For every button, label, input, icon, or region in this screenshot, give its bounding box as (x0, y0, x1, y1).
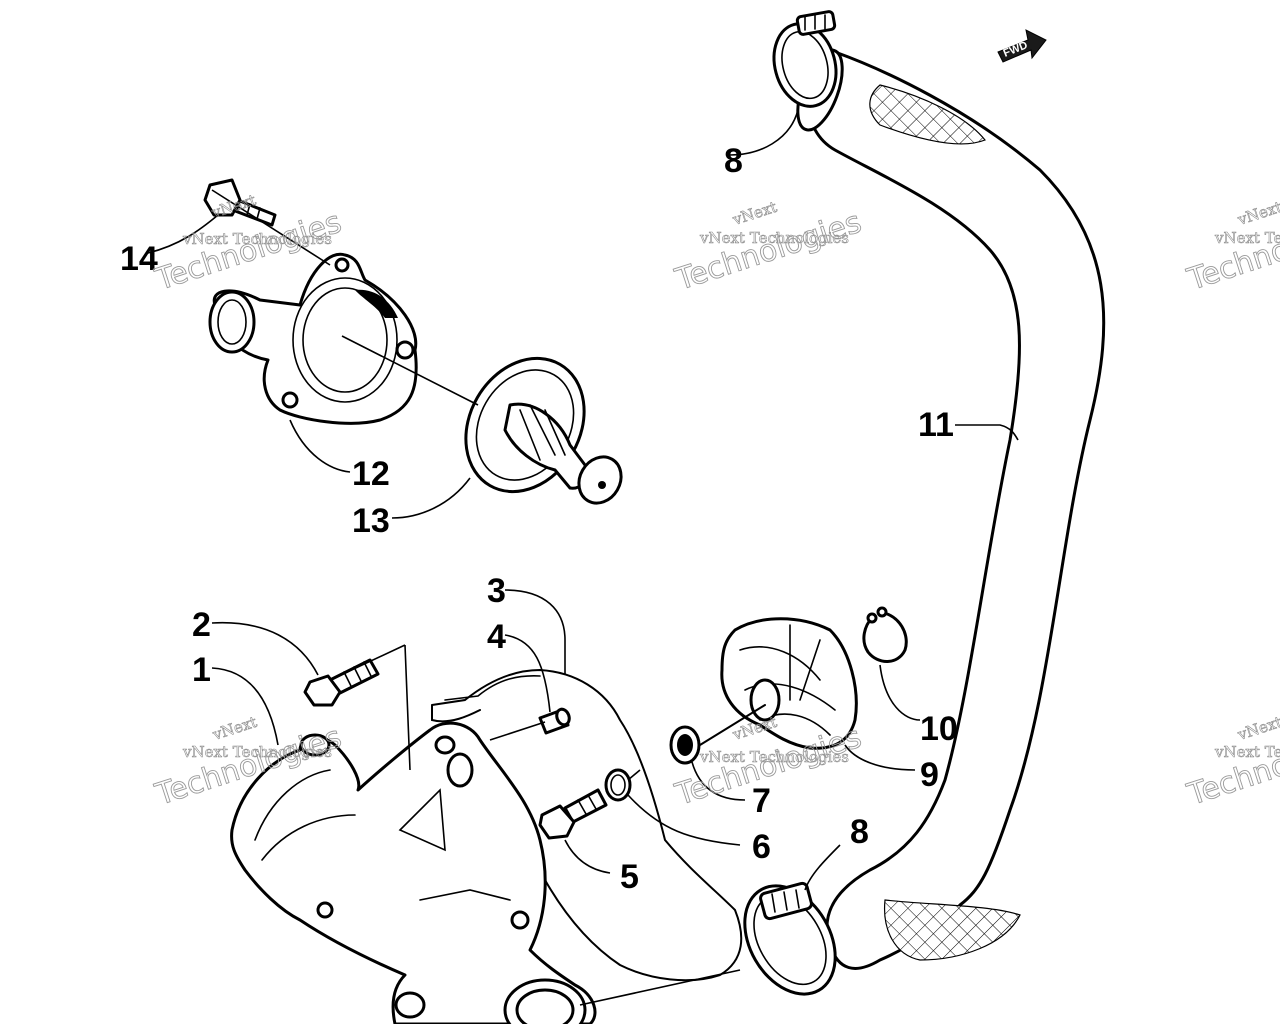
hose-clamp-upper (772, 10, 838, 108)
gasket-bolt (538, 788, 608, 840)
callout-12: 12 (352, 455, 390, 493)
leader-lines (147, 109, 1019, 1006)
svg-text:vNext: vNext (1235, 713, 1280, 744)
svg-text:vNext: vNext (730, 198, 779, 229)
callout-8-lower: 8 (850, 813, 869, 851)
dowel-pin (538, 707, 571, 735)
o-ring (604, 768, 632, 802)
thermostat (464, 356, 623, 505)
impeller (699, 617, 858, 750)
radiator-hose (796, 48, 1106, 970)
callout-3: 3 (487, 572, 506, 610)
callout-7: 7 (752, 782, 771, 820)
svg-text:vNext Technologies: vNext Technologies (182, 230, 332, 248)
callout-10: 10 (920, 710, 958, 748)
callout-1: 1 (192, 651, 211, 689)
callout-11: 11 (918, 406, 954, 444)
watermark-2: vNext vNext Technologies Technologies (670, 197, 866, 298)
circlip (862, 606, 908, 663)
svg-text:vNext Technologies: vNext Technologies (1214, 229, 1280, 247)
svg-text:vNext Technologies: vNext Technologies (182, 743, 332, 761)
callout-9: 9 (920, 756, 939, 794)
svg-text:vNext Technologies: vNext Technologies (699, 748, 849, 766)
callout-14: 14 (120, 240, 158, 278)
watermark-6: vNext vNext Technologies Technologies (1182, 712, 1280, 813)
thermostat-cover (208, 252, 418, 425)
seal-washer (669, 725, 701, 765)
callout-13: 13 (352, 502, 390, 540)
svg-text:vNext Technologies: vNext Technologies (1214, 743, 1280, 761)
svg-text:vNext Technologies: vNext Technologies (699, 229, 849, 247)
housing-bolt (303, 658, 380, 707)
callout-6: 6 (752, 828, 771, 866)
callout-8-upper: 8 (724, 142, 743, 180)
forward-direction-badge: FWD (997, 29, 1047, 63)
callout-2: 2 (192, 606, 211, 644)
callout-5: 5 (620, 858, 639, 896)
callout-4: 4 (487, 618, 506, 656)
svg-text:Technologies: Technologies (671, 205, 866, 298)
pump-gasket (431, 668, 743, 982)
svg-text:vNext: vNext (210, 713, 259, 744)
water-pump-housing (230, 721, 597, 1024)
hose-clamp-lower (743, 881, 837, 996)
watermark-3: vNext vNext Technologies Technologies (1182, 197, 1280, 298)
callouts: 14 12 13 8 11 3 4 2 1 10 9 7 6 8 5 (120, 142, 958, 896)
svg-text:vNext: vNext (1235, 198, 1280, 229)
